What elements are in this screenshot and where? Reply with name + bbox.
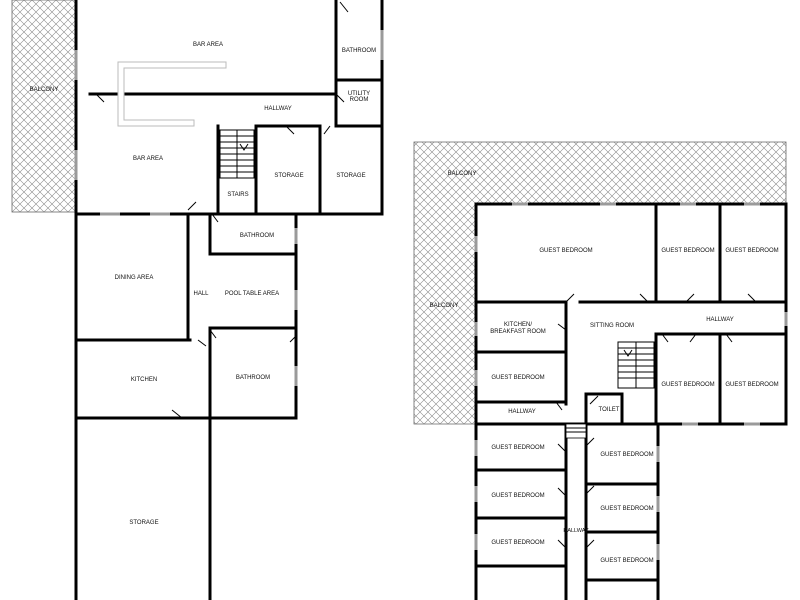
label-guest-bedroom-w2: GUEST BEDROOM — [491, 493, 544, 499]
label-bathroom-top: BATHROOM — [342, 48, 376, 54]
label-sitting-room: SITTING ROOM — [590, 323, 634, 329]
label-pool-table-area: POOL TABLE AREA — [225, 291, 279, 297]
label-balcony-left: BALCONY — [30, 87, 59, 93]
label-guest-bedroom-w1: GUEST BEDROOM — [491, 445, 544, 451]
left-interior-walls — [74, 0, 384, 420]
label-guest-bedroom-r1a: GUEST BEDROOM — [661, 248, 714, 254]
label-kitchen-breakfast-2: BREAKFAST ROOM — [490, 329, 546, 335]
label-bar-area: BAR AREA — [133, 156, 163, 162]
label-storage-a: STORAGE — [274, 173, 303, 179]
label-guest-bedroom-r1b: GUEST BEDROOM — [725, 248, 778, 254]
balcony-hatch-left — [11, 0, 77, 213]
label-stairs: STAIRS — [227, 192, 248, 198]
right-doors — [555, 293, 757, 549]
label-balcony-top: BALCONY — [448, 171, 477, 177]
right-stairs — [565, 341, 655, 439]
label-toilet: TOILET — [599, 407, 620, 413]
label-guest-bedroom-w3: GUEST BEDROOM — [491, 540, 544, 546]
right-windows — [474, 202, 788, 560]
label-bathroom-mid: BATHROOM — [240, 233, 274, 239]
label-kitchen-breakfast-1: KITCHEN/ — [504, 322, 532, 328]
label-storage-b: STORAGE — [336, 173, 365, 179]
label-hallway-left: HALLWAY — [264, 106, 292, 112]
label-utility-room-1: UTILITY — [348, 91, 370, 97]
label-kitchen-left: KITCHEN — [131, 377, 157, 383]
label-guest-bedroom-e1: GUEST BEDROOM — [600, 452, 653, 458]
label-guest-bedroom-e3: GUEST BEDROOM — [600, 558, 653, 564]
left-room-labels: BAR AREA BATHROOM BALCONY UTILITY ROOM H… — [30, 42, 376, 526]
label-balcony-side: BALCONY — [430, 303, 459, 309]
label-guest-bedroom-large: GUEST BEDROOM — [539, 248, 592, 254]
label-dining-area: DINING AREA — [115, 275, 154, 281]
left-floor-plan: BAR AREA BATHROOM BALCONY UTILITY ROOM H… — [11, 0, 384, 600]
bar-counter — [117, 61, 227, 127]
label-utility-room-2: ROOM — [350, 97, 369, 103]
label-guest-bedroom-r2b: GUEST BEDROOM — [725, 382, 778, 388]
label-hallway-upper: HALLWAY — [706, 317, 734, 323]
label-bar-area-top: BAR AREA — [193, 42, 223, 48]
label-hallway-vertical: HALLWAY — [563, 528, 589, 534]
left-stairs — [219, 129, 255, 179]
left-windows — [74, 30, 384, 386]
label-hall: HALL — [193, 291, 209, 297]
label-bathroom-low: BATHROOM — [236, 375, 270, 381]
right-floor-plan: BALCONY BALCONY GUEST BEDROOM GUEST BEDR… — [413, 141, 788, 600]
label-guest-bedroom-e2: GUEST BEDROOM — [600, 506, 653, 512]
right-room-labels: BALCONY BALCONY GUEST BEDROOM GUEST BEDR… — [430, 171, 779, 564]
label-hallway-lower: HALLWAY — [508, 409, 536, 415]
label-guest-bedroom-r2a: GUEST BEDROOM — [661, 382, 714, 388]
label-storage-big: STORAGE — [129, 520, 158, 526]
label-guest-bedroom-mid: GUEST BEDROOM — [491, 375, 544, 381]
left-doors — [95, 1, 349, 419]
